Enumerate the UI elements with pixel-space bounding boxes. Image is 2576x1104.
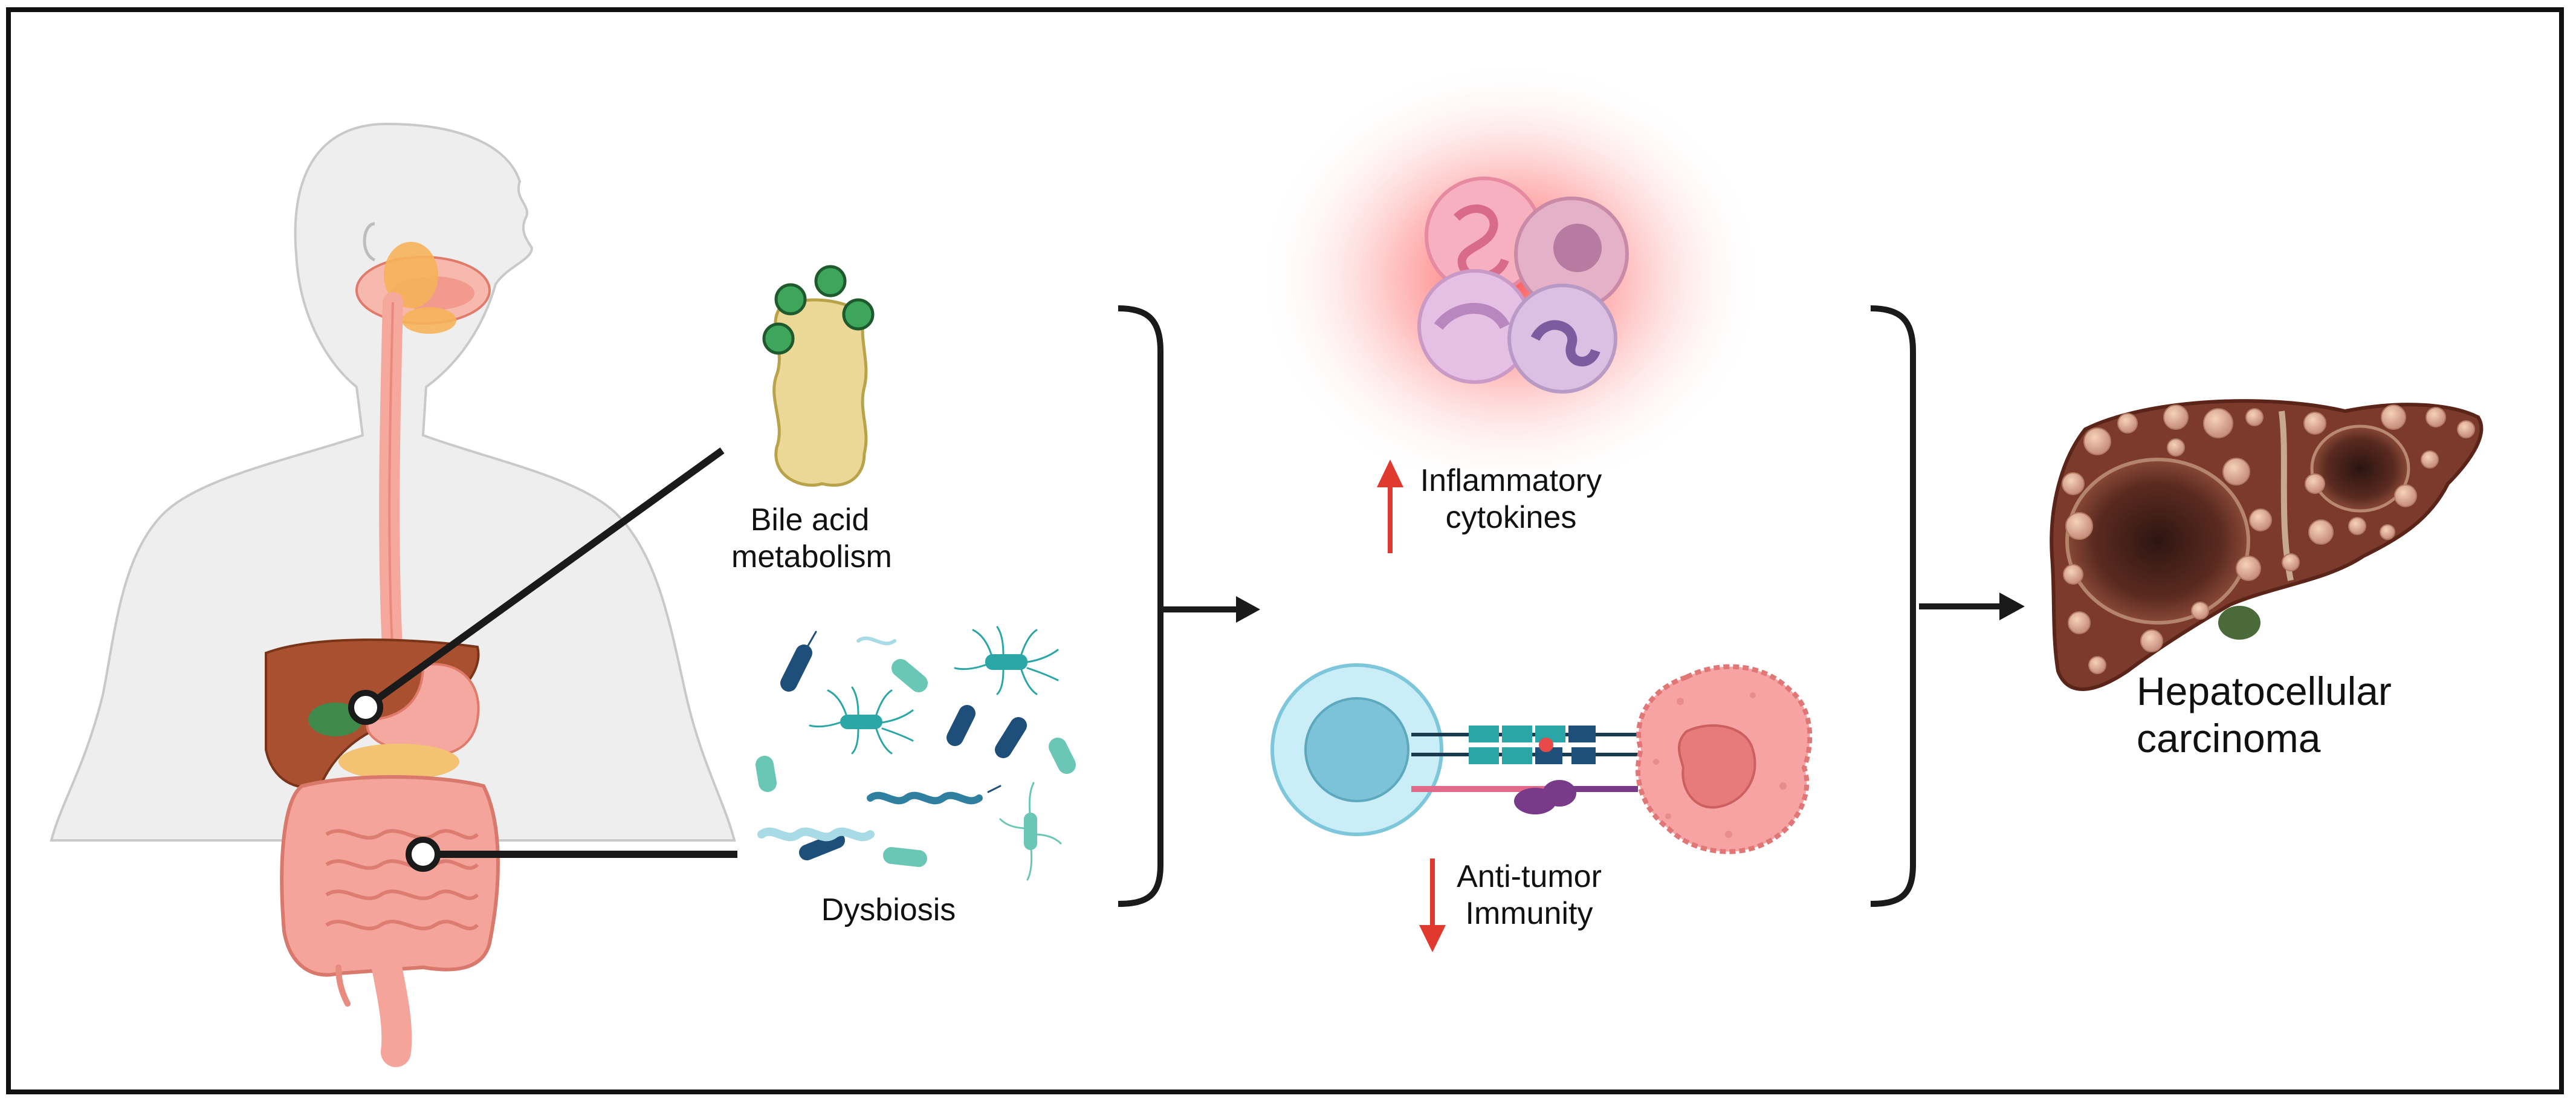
cancerous-liver-icon: [2050, 399, 2484, 691]
immune-cells-icon: [1257, 60, 1765, 496]
down-arrow-icon: [1419, 859, 1446, 952]
arrow-to-mechanisms: [1163, 596, 1260, 623]
bile-acid-droplet-icon: [762, 265, 875, 487]
anti-tumor-label-line2: Immunity: [1465, 896, 1593, 932]
tcell-tumor-synapse-icon: [1270, 663, 1813, 854]
dysbiosis-label-text: Dysbiosis: [821, 892, 956, 927]
hcc-label-line1: Hepatocellular: [2137, 669, 2392, 713]
bile-acid-label-line1: Bile acid: [750, 502, 870, 537]
bacteria-cluster-icon: [756, 626, 1076, 881]
organ-connector-lines: [348, 447, 737, 872]
bile-acid-label-line2: metabolism: [731, 539, 892, 575]
inflammatory-label-line2: cytokines: [1445, 500, 1577, 536]
bile-acid-label: Bile acid metabolism: [731, 502, 892, 576]
hepatocellular-carcinoma-label: Hepatocellular carcinoma: [2137, 668, 2451, 762]
inflammatory-cytokines-label: Inflammatory cytokines: [1408, 463, 1614, 537]
anti-tumor-label-line1: Anti-tumor: [1457, 859, 1602, 894]
hcc-label-line2: carcinoma: [2137, 715, 2321, 761]
dysbiosis-label: Dysbiosis: [786, 892, 991, 929]
left-bracket: [1118, 305, 1163, 907]
anti-tumor-immunity-label: Anti-tumor Immunity: [1438, 859, 1620, 933]
right-bracket: [1870, 305, 1916, 907]
human-torso-with-digestive-tract-icon: [50, 122, 736, 1067]
up-arrow-icon: [1377, 459, 1403, 553]
arrow-to-hcc: [1919, 593, 2025, 620]
inflammatory-label-line1: Inflammatory: [1420, 463, 1602, 498]
